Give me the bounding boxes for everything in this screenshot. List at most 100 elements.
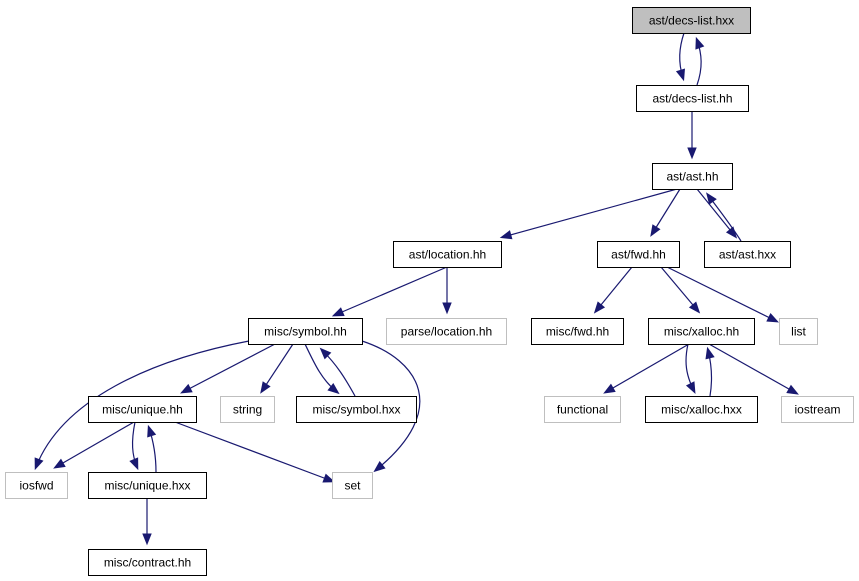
- node-unique-hh[interactable]: misc/unique.hh: [88, 396, 197, 423]
- node-box: [645, 396, 758, 423]
- node-label: misc/xalloc.hxx: [661, 403, 742, 417]
- edge-line: [361, 340, 421, 471]
- node-box: [632, 7, 751, 34]
- node-label: functional: [557, 403, 608, 417]
- node-label: ast/decs-list.hxx: [649, 14, 734, 28]
- arrowhead-icon: [142, 533, 152, 546]
- node-label: string: [233, 403, 262, 417]
- edge-xalloc-hh-to-xalloc-hxx: [685, 343, 696, 394]
- edge-line: [174, 421, 333, 482]
- node-symbol-hxx[interactable]: misc/symbol.hxx: [296, 396, 417, 423]
- edge-line: [660, 266, 699, 312]
- arrowhead-icon: [786, 384, 799, 395]
- edge-fwd-hh-to-misc-fwd-hh: [593, 266, 633, 314]
- arrowhead-icon: [147, 424, 157, 438]
- node-label: misc/symbol.hh: [264, 325, 347, 339]
- nodes-layer: ast/decs-list.hxx ast/decs-list.hh ast/ast…: [5, 7, 854, 576]
- edge-line: [605, 343, 690, 393]
- edge-symbol-hh-to-symbol-hxx: [304, 343, 340, 395]
- arrowhead-icon: [319, 347, 332, 360]
- node-label: list: [791, 325, 806, 339]
- edge-fwd-hh-to-list: [666, 266, 779, 323]
- node-label: set: [344, 479, 361, 493]
- edge-ast-hh-to-ast-hxx: [696, 188, 738, 239]
- edge-line: [595, 266, 633, 312]
- node-list: list: [779, 318, 818, 345]
- node-misc-fwd-hh[interactable]: misc/fwd.hh: [531, 318, 624, 345]
- arrowhead-icon: [695, 36, 705, 50]
- node-box: [704, 241, 791, 268]
- node-label: ast/fwd.hh: [611, 248, 666, 262]
- edge-unique-hh-to-iosfwd: [53, 421, 135, 469]
- edge-symbol-hxx-to-symbol-hh: [319, 347, 356, 397]
- node-label: misc/unique.hxx: [104, 479, 190, 493]
- arrowhead-icon: [685, 381, 696, 394]
- node-decs-list-hh[interactable]: ast/decs-list.hh: [636, 85, 749, 112]
- edge-unique-hh-to-set: [174, 421, 336, 483]
- node-box: [88, 472, 207, 499]
- node-unique-hxx[interactable]: misc/unique.hxx: [88, 472, 207, 499]
- node-xalloc-hh[interactable]: misc/xalloc.hh: [648, 318, 755, 345]
- node-xalloc-hxx[interactable]: misc/xalloc.hxx: [645, 396, 758, 423]
- node-decs-list-hxx[interactable]: ast/decs-list.hxx: [632, 7, 751, 34]
- arrowhead-icon: [706, 192, 717, 205]
- node-string: string: [220, 396, 275, 423]
- edge-line: [651, 188, 681, 235]
- node-label: parse/location.hh: [401, 325, 492, 339]
- edge-symbol-hh-to-iosfwd: [34, 340, 250, 471]
- node-iostream: iostream: [781, 396, 854, 423]
- node-box: [648, 318, 755, 345]
- arrowhead-icon: [688, 301, 701, 314]
- node-ast-hxx[interactable]: ast/ast.hxx: [704, 241, 791, 268]
- node-label: ast/ast.hh: [666, 170, 718, 184]
- edge-symbol-hh-to-unique-hh: [180, 343, 276, 394]
- edge-xalloc-hh-to-iostream: [708, 343, 799, 395]
- node-ast-hh[interactable]: ast/ast.hh: [652, 163, 733, 190]
- arrowhead-icon: [499, 230, 513, 240]
- node-box: [5, 472, 68, 499]
- node-label: ast/location.hh: [409, 248, 486, 262]
- node-fwd-hh[interactable]: ast/fwd.hh: [597, 241, 680, 268]
- edge-line: [334, 266, 448, 316]
- arrowhead-icon: [675, 68, 685, 82]
- node-parse-location-hh: parse/location.hh: [386, 318, 507, 345]
- node-box: [332, 472, 373, 499]
- edge-unique-hh-to-unique-hxx: [129, 421, 139, 471]
- node-box: [220, 396, 275, 423]
- node-label: misc/xalloc.hh: [664, 325, 739, 339]
- node-contract-hh[interactable]: misc/contract.hh: [88, 549, 207, 576]
- node-box: [248, 318, 363, 345]
- arrowhead-icon: [373, 460, 386, 473]
- edge-xalloc-hh-to-functional: [603, 343, 690, 394]
- edge-unique-hxx-to-contract-hh: [142, 498, 152, 546]
- edge-line: [502, 188, 678, 238]
- node-label: iosfwd: [19, 479, 53, 493]
- node-label: ast/decs-list.hh: [652, 92, 732, 106]
- edge-ast-hh-to-location-hh: [499, 188, 678, 240]
- arrowhead-icon: [180, 383, 193, 394]
- arrowhead-icon: [593, 301, 606, 314]
- node-label: misc/fwd.hh: [546, 325, 609, 339]
- edge-fwd-hh-to-xalloc-hh: [660, 266, 701, 314]
- node-label: iostream: [794, 403, 840, 417]
- edge-line: [55, 421, 135, 468]
- node-set: set: [332, 472, 373, 499]
- edge-ast-hh-to-fwd-hh: [650, 188, 681, 237]
- edge-ast-hxx-to-ast-hh: [706, 192, 742, 242]
- arrowhead-icon: [53, 458, 66, 469]
- edge-line: [708, 343, 797, 394]
- edge-decs-list-hh-to-ast-hh: [687, 111, 697, 160]
- node-label: misc/contract.hh: [104, 556, 191, 570]
- arrowhead-icon: [331, 307, 345, 317]
- edge-line: [35, 340, 250, 468]
- node-box: [296, 396, 417, 423]
- node-label: misc/symbol.hxx: [312, 403, 400, 417]
- arrowhead-icon: [650, 224, 661, 237]
- node-symbol-hh[interactable]: misc/symbol.hh: [248, 318, 363, 345]
- edge-xalloc-hxx-to-xalloc-hh: [705, 346, 715, 397]
- arrowhead-icon: [260, 381, 271, 394]
- node-location-hh[interactable]: ast/location.hh: [393, 241, 502, 268]
- node-box: [652, 163, 733, 190]
- edge-decs-list-hh-to-decs-list-hxx: [695, 36, 705, 86]
